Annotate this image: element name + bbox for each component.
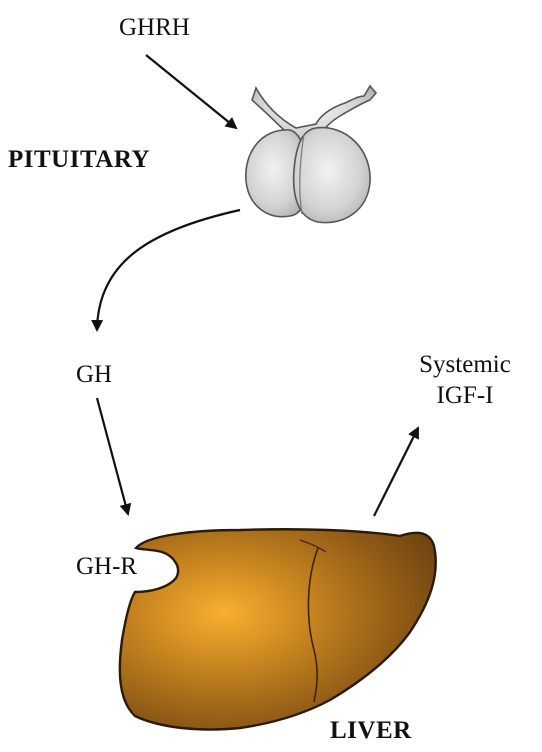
systemic-igf1-label: Systemic IGF-I	[400, 352, 530, 408]
arrow-pituitary-to-gh	[97, 210, 240, 330]
gh-label: GH	[76, 362, 112, 387]
igf1-label: IGF-I	[400, 383, 530, 408]
systemic-label: Systemic	[400, 352, 530, 377]
pituitary-label: PITUITARY	[8, 147, 150, 172]
pituitary-gland-illustration	[246, 86, 376, 223]
arrow-gh-to-ghr	[97, 398, 128, 514]
ghrh-label: GHRH	[119, 15, 190, 40]
liver-label: LIVER	[330, 718, 412, 743]
arrow-ghrh-to-pituitary	[146, 55, 236, 128]
arrow-liver-to-igf1	[374, 428, 418, 516]
liver-illustration	[120, 529, 436, 729]
gh-receptor-label: GH-R	[76, 554, 137, 579]
